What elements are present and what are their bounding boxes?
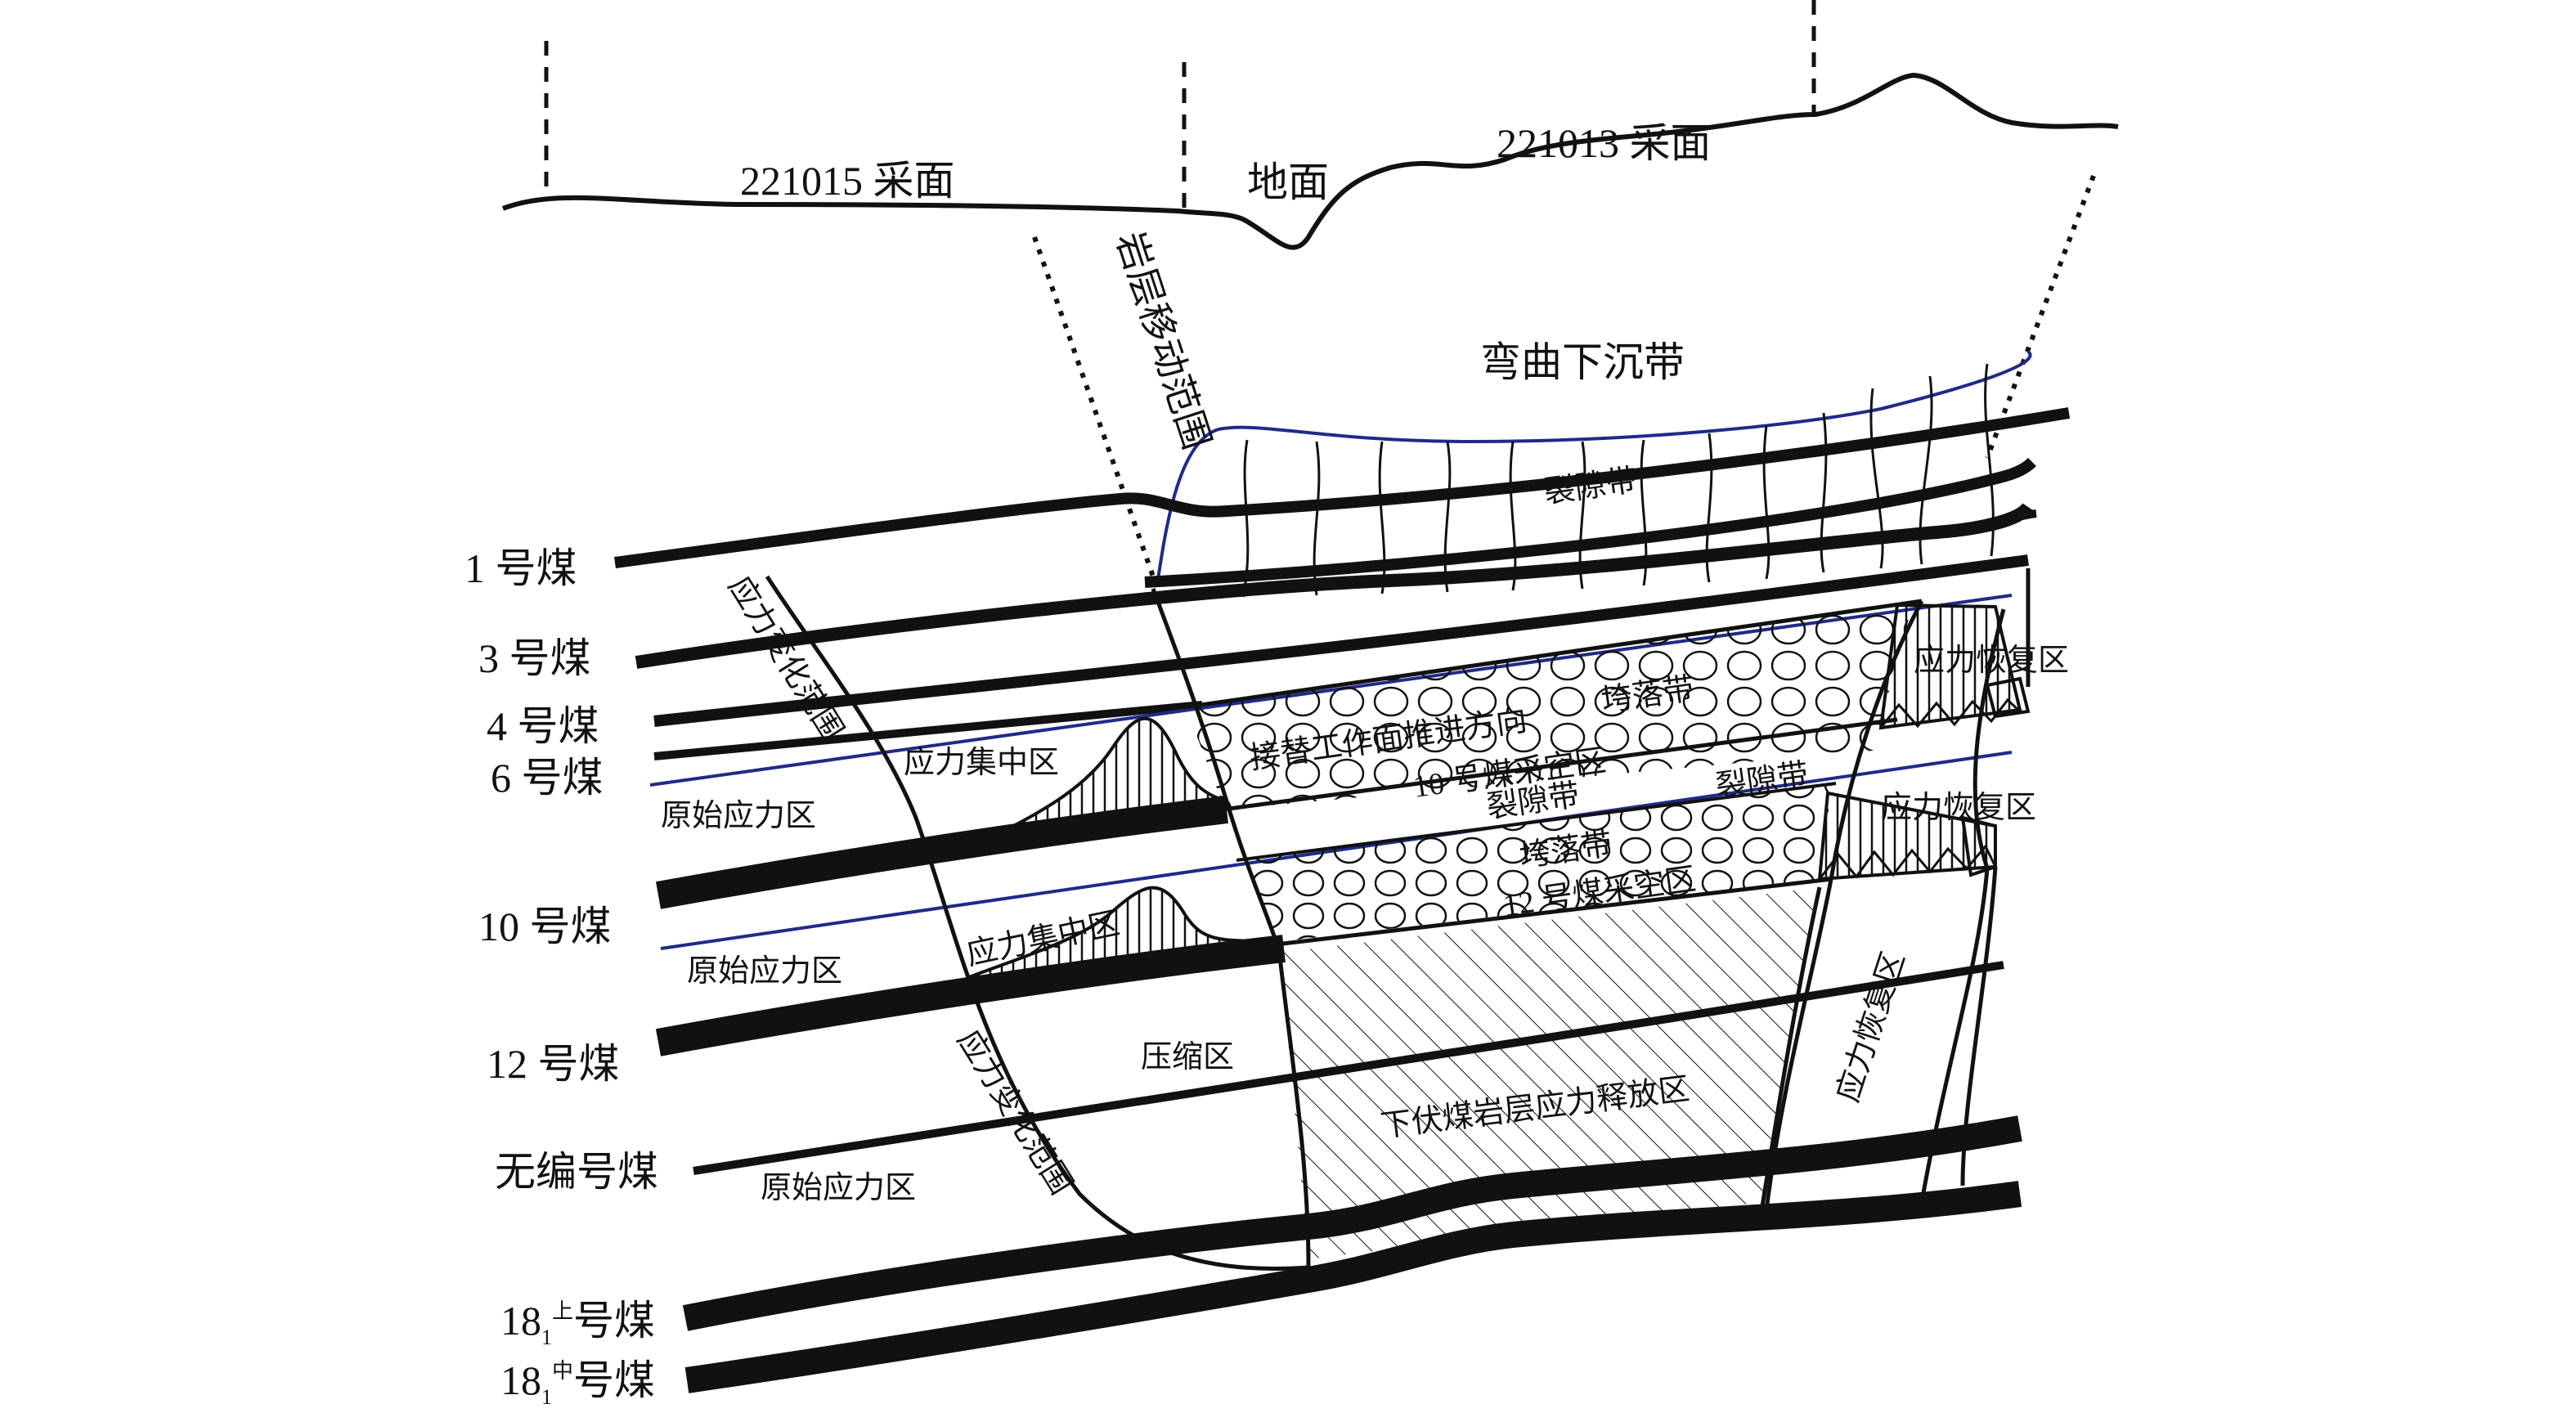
seam-3-upper-right xyxy=(1961,509,2037,536)
label-seam-3: 3 号煤 xyxy=(478,635,591,681)
label-seam-10: 10 号煤 xyxy=(478,904,612,949)
label-stress-change-range-upper: 应力变化范围 xyxy=(721,571,849,747)
label-seam-18-middle: 181中号煤 xyxy=(500,1357,655,1409)
label-seam-unnumbered: 无编号煤 xyxy=(495,1149,658,1195)
goaf-12-caving xyxy=(1236,782,1997,947)
seam-18-middle xyxy=(684,1181,2022,1393)
label-seam-1: 1 号煤 xyxy=(464,545,577,591)
seam-1-lower xyxy=(1144,457,2036,588)
label-original-stress-1: 原始应力区 xyxy=(661,799,816,833)
label-stress-recovery-3: 应力恢复区 xyxy=(1831,948,1912,1106)
label-rock-movement-range: 岩层移动范围 xyxy=(1108,227,1218,454)
stress-concentration-peaks xyxy=(967,716,1277,992)
label-original-stress-3: 原始应力区 xyxy=(761,1171,916,1205)
bending-subsidence-boundary xyxy=(1156,350,2032,585)
label-face-221013: 221013 采面 xyxy=(1497,120,1712,166)
face-boundary-dashes xyxy=(544,0,1816,211)
label-seam-4: 4 号煤 xyxy=(487,703,599,749)
seam-4 xyxy=(653,554,2029,727)
seam-3 xyxy=(635,502,2034,669)
label-fracture-zone: 裂隙带 xyxy=(1542,463,1639,509)
label-seam-18-upper: 181上号煤 xyxy=(500,1298,655,1349)
label-stress-concentration-1: 应力集中区 xyxy=(904,746,1059,780)
rock-movement-boundary xyxy=(1032,174,2096,577)
stress-release-zone xyxy=(1280,887,1820,1259)
label-face-221015: 221015 采面 xyxy=(740,158,955,204)
zone-outlines xyxy=(765,568,2031,1272)
ground-surface xyxy=(501,72,2119,250)
label-seam-12: 12 号煤 xyxy=(487,1041,620,1087)
label-bending-subsidence: 弯曲下沉带 xyxy=(1480,339,1685,385)
seam-1 xyxy=(614,407,2071,568)
seam-labels: 1 号煤 3 号煤 4 号煤 6 号煤 10 号煤 12 号煤 无编号煤 181… xyxy=(464,545,658,1409)
label-stress-recovery-1: 应力恢复区 xyxy=(1914,644,2069,678)
label-original-stress-2: 原始应力区 xyxy=(687,954,842,989)
label-ground: 地面 xyxy=(1247,159,1329,205)
label-compression-zone: 压缩区 xyxy=(1141,1040,1234,1074)
label-stress-recovery-2: 应力恢复区 xyxy=(1881,791,2036,825)
seam-6 xyxy=(653,701,1203,760)
label-seam-6: 6 号煤 xyxy=(491,755,604,801)
